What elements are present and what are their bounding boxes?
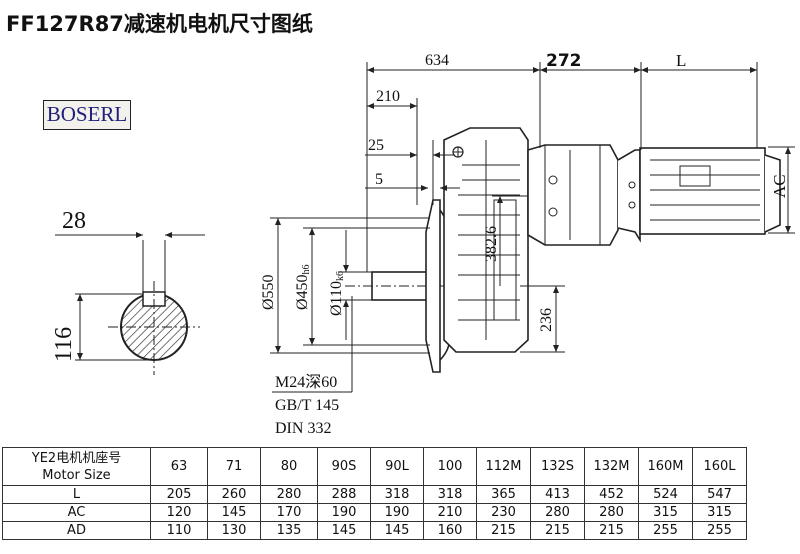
value-cell: 130 — [207, 521, 261, 540]
dim-L: L — [676, 51, 686, 70]
dim-5: 5 — [375, 171, 383, 188]
table-row-L: L 205 260 280 288 318 318 365 413 452 52… — [2, 485, 747, 504]
value-cell: 547 — [692, 485, 747, 504]
size-cell: 90L — [370, 447, 424, 486]
size-cell: 71 — [207, 447, 261, 486]
dimension-lines — [270, 62, 795, 393]
dim-110: Ø110k6 — [328, 271, 346, 316]
value-cell: 280 — [260, 485, 318, 504]
note-standard-din: DIN 332 — [275, 420, 331, 437]
value-cell: 145 — [370, 521, 424, 540]
value-cell: 190 — [370, 503, 424, 522]
value-cell: 160 — [423, 521, 477, 540]
dim-450-value: Ø450 — [294, 274, 311, 310]
header-label-cn: YE2电机机座号 — [31, 450, 122, 466]
dim-550: Ø550 — [260, 274, 277, 310]
value-cell: 215 — [530, 521, 585, 540]
dim-28: 28 — [62, 208, 86, 234]
size-cell: 160L — [692, 447, 747, 486]
page-title: FF127R87减速机电机尺寸图纸 — [6, 12, 313, 36]
value-cell: 170 — [260, 503, 318, 522]
brand-logo: BOSERL — [43, 100, 131, 130]
size-cell: 100 — [423, 447, 477, 486]
size-cell: 90S — [317, 447, 371, 486]
dim-25: 25 — [368, 137, 384, 154]
row-label: L — [2, 485, 151, 504]
value-cell: 524 — [638, 485, 693, 504]
dim-116: 116 — [51, 327, 77, 362]
value-cell: 288 — [317, 485, 371, 504]
value-cell: 215 — [476, 521, 531, 540]
gearbox-drawing: 28 116 — [51, 51, 795, 437]
value-cell: 255 — [692, 521, 747, 540]
size-cell: 80 — [260, 447, 318, 486]
value-cell: 255 — [638, 521, 693, 540]
table-row-AC: AC 120 145 170 190 190 210 230 280 280 3… — [2, 503, 747, 522]
table-row-AD: AD 110 130 135 145 145 160 215 215 215 2… — [2, 521, 747, 540]
note-thread: M24深60 — [275, 373, 337, 391]
value-cell: 315 — [638, 503, 693, 522]
value-cell: 280 — [584, 503, 639, 522]
size-cell: 132S — [530, 447, 585, 486]
value-cell: 452 — [584, 485, 639, 504]
value-cell: 120 — [150, 503, 208, 522]
value-cell: 318 — [423, 485, 477, 504]
shaft-section — [55, 232, 205, 375]
value-cell: 210 — [423, 503, 477, 522]
size-cell: 160M — [638, 447, 693, 486]
value-cell: 318 — [370, 485, 424, 504]
dim-450: Ø450h6 — [294, 264, 312, 310]
value-cell: 260 — [207, 485, 261, 504]
dim-382-6: 382.6 — [483, 226, 500, 262]
table-header-cell: YE2电机机座号 Motor Size — [2, 447, 151, 486]
value-cell: 230 — [476, 503, 531, 522]
gearbox-body — [345, 127, 781, 373]
table-header-row: YE2电机机座号 Motor Size 63 71 80 90S 90L 100… — [2, 447, 747, 486]
dim-634: 634 — [425, 52, 449, 69]
value-cell: 365 — [476, 485, 531, 504]
size-cell: 112M — [476, 447, 531, 486]
value-cell: 315 — [692, 503, 747, 522]
dim-450-tolerance: h6 — [301, 264, 312, 274]
value-cell: 190 — [317, 503, 371, 522]
value-cell: 145 — [207, 503, 261, 522]
dim-110-tolerance: k6 — [335, 271, 346, 281]
size-cell: 63 — [150, 447, 208, 486]
value-cell: 280 — [530, 503, 585, 522]
value-cell: 110 — [150, 521, 208, 540]
dim-272: 272 — [546, 51, 582, 71]
dim-110-value: Ø110 — [328, 281, 345, 316]
header-label-en: Motor Size — [42, 467, 111, 483]
dim-236: 236 — [538, 308, 555, 332]
row-label: AD — [2, 521, 151, 540]
note-standard-gb: GB/T 145 — [275, 397, 339, 414]
value-cell: 205 — [150, 485, 208, 504]
motor-size-table: YE2电机机座号 Motor Size 63 71 80 90S 90L 100… — [2, 447, 747, 540]
value-cell: 145 — [317, 521, 371, 540]
size-cell: 132M — [584, 447, 639, 486]
row-label: AC — [2, 503, 151, 522]
value-cell: 135 — [260, 521, 318, 540]
dim-AC: AC — [770, 174, 789, 198]
dim-210: 210 — [376, 88, 400, 105]
value-cell: 413 — [530, 485, 585, 504]
value-cell: 215 — [584, 521, 639, 540]
